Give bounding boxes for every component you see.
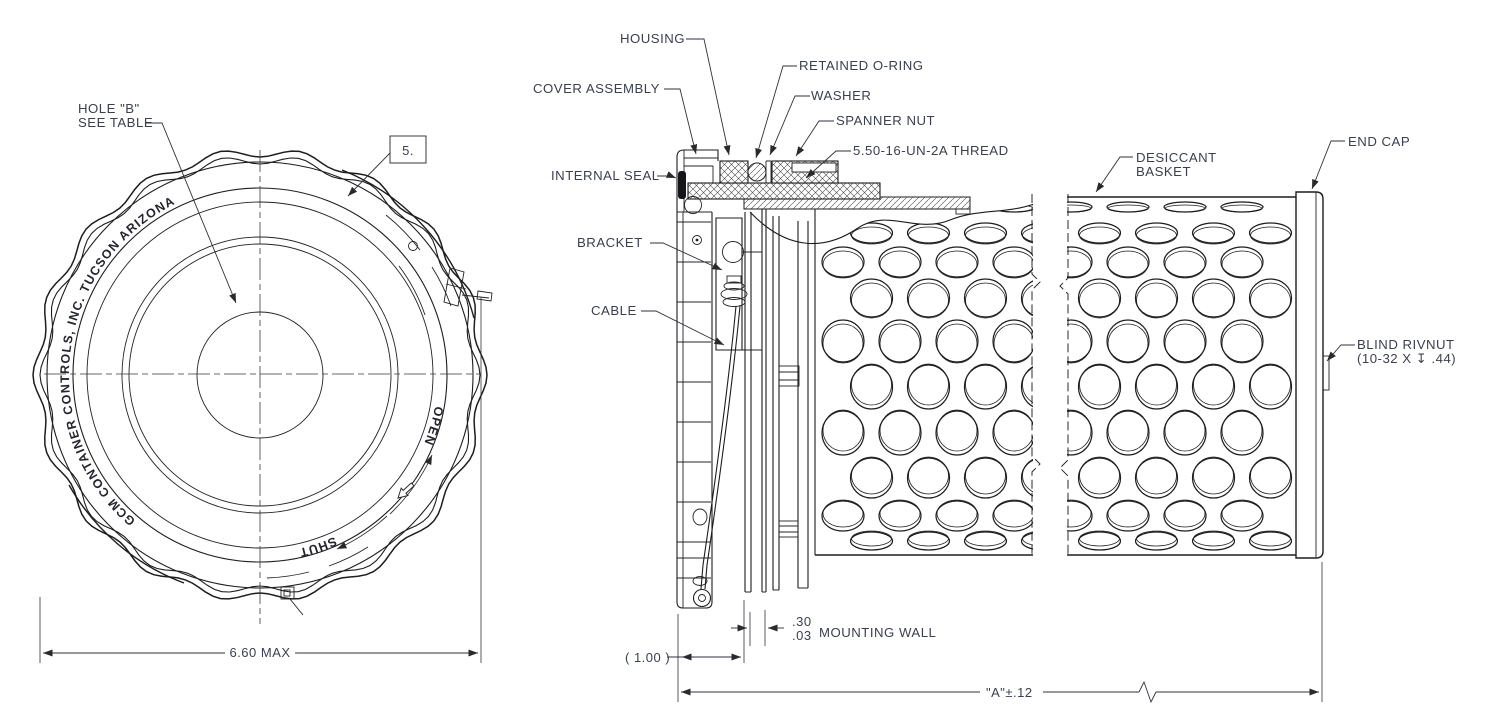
retained-o-ring-section [747,162,767,182]
plate-hole [692,508,708,526]
rim-heavy-arc [341,169,475,319]
washer-section [765,160,772,183]
label-washer: WASHER [811,88,871,103]
width-dim-text: 6.60 MAX [229,645,290,660]
bracket-assembly [692,217,763,608]
latch-bottom [280,586,304,616]
length-dim-text: "A"±.12 [986,685,1033,700]
label-end-cap: END CAP [1348,134,1410,149]
label-cable: CABLE [591,303,637,318]
housing-section [687,160,881,200]
cable-end-ring-inner [698,594,706,602]
leader-cover-assembly [664,88,698,155]
cover-plate-edge [676,212,713,609]
plate-hole-center [695,238,699,242]
depth-dimension: ( 1.00 ) [625,600,745,702]
cable-grommet [726,275,742,284]
label-internal-seal: INTERNAL SEAL [551,168,660,183]
mounting-wall-dimension: .30 .03 MOUNTING WALL [731,610,936,646]
leader-end-cap [1311,140,1345,190]
wall-dim-bottom: .03 [792,628,812,643]
label-bracket: BRACKET [577,235,643,250]
broken-section-wave [749,198,1047,245]
internal-seal-section [678,171,686,199]
wall-dim-top: .30 [792,614,812,629]
balloon-number: 5. [402,143,414,158]
leader-thread [805,150,851,179]
rim-heavy-arc [68,484,185,584]
shut-direction-arrow-icon [336,515,388,550]
label-desiccant-basket-line1: DESICCANT [1136,150,1217,165]
end-cap [1295,191,1330,559]
label-cover-assembly: COVER ASSEMBLY [533,81,660,96]
leader-retained-o-ring [755,65,797,159]
slot-arc [266,571,310,579]
break-gap [1033,193,1067,557]
leader-spanner-nut [795,120,834,157]
perforations [821,201,1293,551]
rim-hole [408,241,418,251]
plate-hole [692,576,708,586]
cover-front-view: GCM CONTAINER CONTROLS, INC. TUCSON ARIZ… [32,101,493,663]
break-line [1031,194,1041,556]
flange-plates [744,209,809,593]
break-symbol [1138,680,1157,704]
desiccant-basket [749,186,1296,557]
hole-b-label-line2: SEE TABLE [78,115,153,130]
cable-end-ring [692,588,712,608]
leader-desiccant-basket [1095,156,1133,193]
cover-cap-edge [676,149,719,214]
length-dimension: "A"±.12 [681,562,1323,704]
retainer-clip [778,520,799,538]
cable-line [700,305,737,590]
label-housing: HOUSING [620,31,685,46]
slot-arc [385,214,421,251]
hole-b-leader [146,122,237,304]
hole-b-callout: HOLE "B" SEE TABLE [78,101,237,304]
thread-band [687,182,881,200]
latch-right [443,267,493,307]
leader-washer [769,95,810,156]
break-line [1059,194,1069,556]
leader-housing [686,38,731,156]
hollow-arrow-icon [397,482,415,499]
label-blind-rivnut-line2: (10-32 X ↧ .44) [1357,351,1456,366]
retainer-clip [778,365,800,387]
label-mounting-wall: MOUNTING WALL [819,625,936,640]
width-dimension: 6.60 MAX [39,297,482,663]
label-retained-o-ring: RETAINED O-RING [799,58,923,73]
leader-bracket [650,242,723,271]
slot-arc [431,266,452,307]
bracket-hole [722,241,744,263]
hole-b-label-line1: HOLE "B" [78,101,140,116]
leader-blind-rivnut [1326,344,1355,362]
cover-plate-ticks [677,221,711,579]
scalloped-rim [32,150,488,600]
leader-internal-seal [657,171,677,179]
label-spanner-nut: SPANNER NUT [836,113,935,128]
cable-line [704,305,741,590]
depth-dim-text: ( 1.00 ) [625,650,670,665]
section-view: HOUSING COVER ASSEMBLY RETAINED O-RING W… [533,31,1456,704]
blind-rivnut-boss [1322,355,1330,391]
leader-cable [641,310,725,346]
label-desiccant-basket-line2: BASKET [1136,164,1191,179]
label-blind-rivnut-line1: BLIND RIVNUT [1357,337,1455,352]
label-thread: 5.50-16-UN-2A THREAD [853,143,1009,158]
balloon-note-5: 5. [347,135,427,197]
slot-arc [328,546,369,567]
seal-o-ring [684,196,702,214]
slot-arc [398,265,426,316]
balloon-leader [347,152,391,197]
housing-block [719,160,749,184]
callouts: HOUSING COVER ASSEMBLY RETAINED O-RING W… [533,31,1456,366]
plate-hole [692,235,702,245]
